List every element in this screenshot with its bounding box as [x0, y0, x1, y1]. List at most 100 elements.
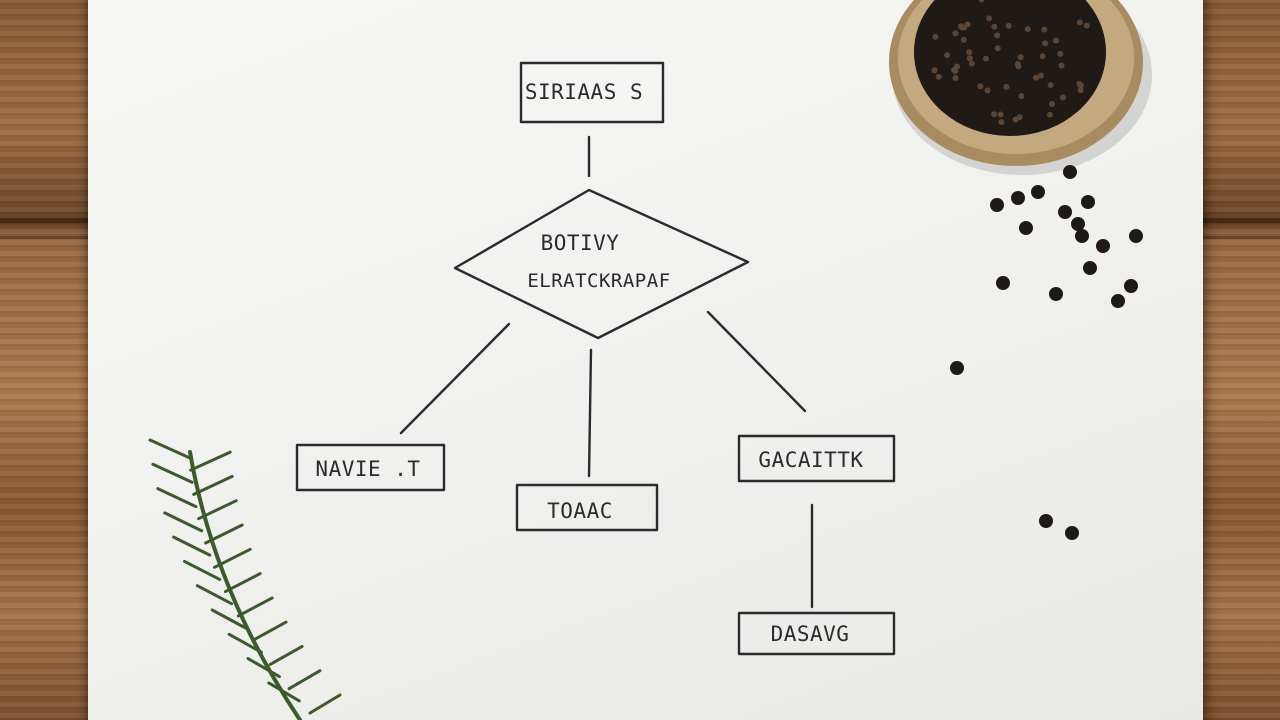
node-decision-diamond [453, 188, 750, 340]
edge-decision-right [706, 310, 807, 413]
peppercorn [1083, 261, 1097, 275]
peppercorn-highlight [986, 15, 992, 22]
node-left-box [295, 443, 446, 492]
peppercorn [1065, 526, 1079, 540]
node-right-box [737, 434, 896, 483]
peppercorn [1111, 294, 1125, 308]
rosemary-needle [192, 474, 234, 496]
peppercorn-highlight [1047, 82, 1054, 88]
peppercorn [1019, 221, 1033, 235]
peppercorn-highlight [1017, 54, 1024, 61]
node-decision-label-2: ELRATCKRAPAF [527, 270, 670, 292]
peppercorn-highlight [1083, 22, 1090, 29]
peppercorn-highlight [952, 30, 959, 37]
rosemary-needle [287, 669, 322, 691]
rosemary-needle [236, 596, 274, 618]
peppercorn-highlight [994, 32, 1001, 39]
rosemary-needle [195, 584, 234, 606]
rosemary-needle [151, 462, 194, 484]
peppercorn-highlight [966, 55, 973, 62]
peppercorn-highlight [994, 45, 1001, 52]
peppercorn-highlight [991, 111, 998, 118]
peppercorn [1011, 191, 1025, 205]
peppercorn-highlight [952, 75, 959, 81]
peppercorn-highlight [1059, 94, 1066, 101]
peppercorn-highlight [1049, 101, 1055, 107]
peppercorn-highlight [964, 21, 971, 28]
rosemary-needle [172, 535, 212, 557]
peppercorn-highlight [991, 23, 998, 30]
peppercorn [990, 198, 1004, 212]
peppercorn [1071, 217, 1085, 231]
peppercorn-highlight [997, 111, 1004, 118]
peppercorn [1129, 229, 1143, 243]
rosemary-needle [163, 511, 204, 533]
peppercorn [1058, 205, 1072, 219]
peppercorn-highlight [1058, 62, 1065, 69]
peppercorn-highlight [998, 119, 1005, 125]
rosemary-needle [204, 523, 244, 545]
peppercorn-highlight [944, 52, 951, 59]
peppercorn-highlight [978, 0, 985, 3]
peppercorn-highlight [984, 87, 991, 94]
node-decision-label-1: BOTIVY [541, 231, 620, 255]
peppercorn-highlight [1014, 61, 1021, 68]
peppercorn-highlight [983, 55, 989, 62]
rosemary-sprig [148, 438, 342, 720]
peppercorn [1081, 195, 1095, 209]
peppercorn-highlight [977, 83, 984, 90]
peppercorn [1075, 229, 1089, 243]
node-top-label: SIRIAAS S [525, 80, 643, 104]
rosemary-needle [267, 681, 301, 703]
edge-decision-middle [587, 348, 593, 478]
peppercorn-highlight [1077, 82, 1084, 89]
node-left-label: NAVIE .T [315, 457, 420, 481]
peppercorn [1049, 287, 1063, 301]
rosemary-needle [156, 487, 198, 509]
peppercorn-highlight [1047, 111, 1053, 118]
rosemary-needle [268, 644, 304, 666]
peppercorn [996, 276, 1010, 290]
peppercorn-bowl [889, 0, 1152, 175]
rosemary-needle [308, 693, 342, 715]
edge-decision-left [399, 322, 511, 435]
rosemary-needle [210, 608, 248, 630]
peppercorn [1039, 514, 1053, 528]
peppercorn-highlight [931, 67, 938, 74]
peppercorn-highlight [954, 63, 960, 70]
peppercorn-highlight [1016, 114, 1023, 121]
rosemary-needle [183, 559, 222, 581]
rosemary-needle [213, 547, 252, 569]
peppercorn-highlight [1042, 40, 1049, 47]
scattered-peppercorns [950, 165, 1143, 540]
peppercorn-highlight [1077, 87, 1084, 94]
node-middle-box [515, 483, 659, 532]
node-right-label: GACAITTK [758, 448, 863, 472]
peppercorn-highlight [966, 49, 973, 56]
peppercorn-highlight [1076, 19, 1083, 26]
peppercorn-highlight [957, 23, 964, 30]
peppercorn-highlight [1005, 22, 1012, 29]
peppercorn-highlight [1003, 83, 1010, 90]
peppercorn-highlight [932, 33, 939, 40]
peppercorn-highlight [968, 60, 975, 67]
rosemary-needle [246, 657, 281, 679]
rosemary-needle [197, 499, 238, 521]
peppercorn-highlight [952, 68, 959, 75]
peppercorn [1031, 185, 1045, 199]
peppercorn-highlight [1039, 53, 1046, 60]
peppercorn-highlight [935, 73, 942, 80]
peppercorn-highlight [1057, 50, 1064, 57]
peppercorn [1124, 279, 1138, 293]
peppercorn [950, 361, 964, 375]
peppercorn [1063, 165, 1077, 179]
rosemary-needle [227, 632, 263, 654]
node-bottom-label: DASAVG [771, 622, 850, 646]
peppercorn [1096, 239, 1110, 253]
peppercorn-highlight [1024, 26, 1031, 33]
rosemary-needle [251, 620, 288, 642]
rosemary-needle [148, 438, 192, 460]
peppercorn-highlight [960, 36, 967, 43]
